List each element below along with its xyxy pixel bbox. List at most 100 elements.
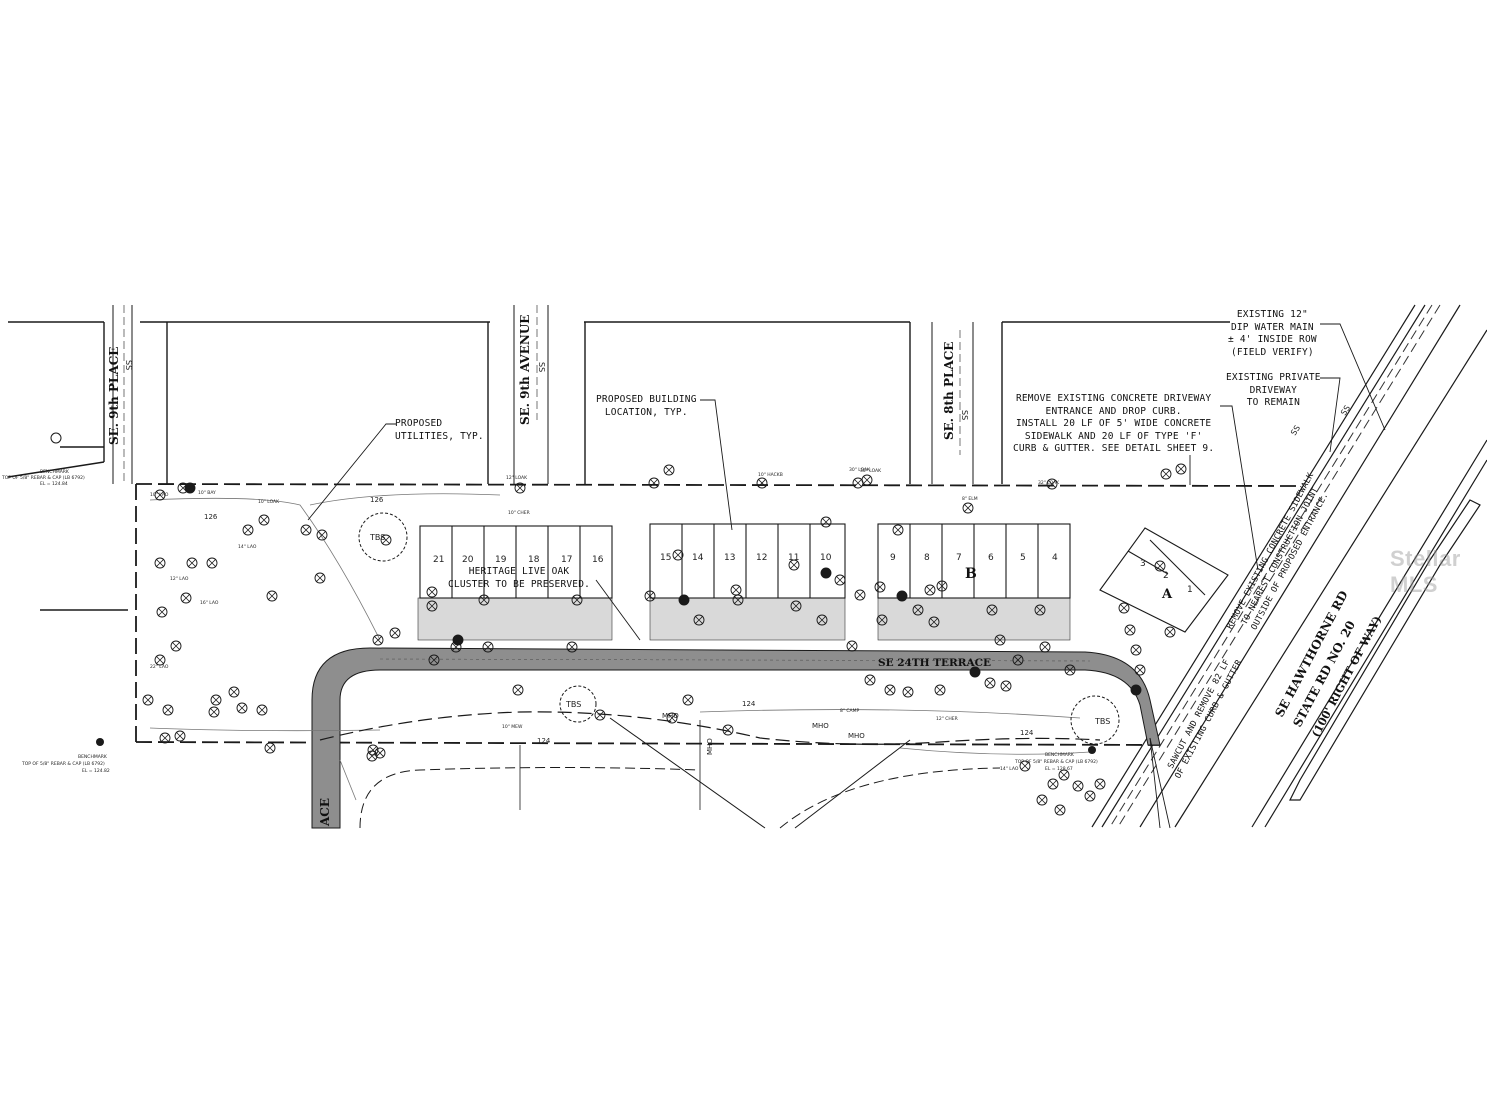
unit-label-14: 14 <box>692 553 704 563</box>
tree-tag-label: 12" LAO <box>170 576 189 582</box>
tree-remove-mark <box>1059 770 1069 780</box>
tree-symbol <box>1084 790 1096 802</box>
unit-label-16: 16 <box>592 555 604 565</box>
tree-tag-label: 12" CHER <box>936 716 958 722</box>
tree-remove-mark <box>875 582 885 592</box>
tree-remove-mark <box>155 558 165 568</box>
svg-text:EL = 124.84: EL = 124.84 <box>40 481 68 487</box>
svg-text:BENCHMARK: BENCHMARK <box>1045 752 1075 758</box>
tree-remove-mark <box>757 478 767 488</box>
tree-remove-mark <box>1001 681 1011 691</box>
tree-symbol <box>854 589 866 601</box>
tree-symbol <box>790 600 802 612</box>
svg-text:EL = 124.82: EL = 124.82 <box>82 768 110 774</box>
unit-label-19: 19 <box>495 555 507 565</box>
tree-remove-mark <box>733 595 743 605</box>
tree-symbol <box>162 704 174 716</box>
contour-label-1: 126 <box>370 496 384 504</box>
tree-remove-mark <box>315 573 325 583</box>
watermark: Stellar MLS <box>1390 546 1461 597</box>
tree-symbol <box>788 559 800 571</box>
tree-tag-label: 10" MEW <box>502 724 523 730</box>
tree-remove-mark <box>821 517 831 527</box>
tree-symbol <box>258 514 270 526</box>
note-existing-private-driveway: EXISTING PRIVATE DRIVEWAY TO REMAIN <box>1226 372 1321 408</box>
tree-remove-mark <box>373 635 383 645</box>
tree-remove-mark <box>855 590 865 600</box>
tree-remove-mark <box>1176 464 1186 474</box>
tree-symbol <box>1058 769 1070 781</box>
tree-remove-mark <box>1037 795 1047 805</box>
tree-symbol <box>242 524 254 536</box>
tree-remove-mark <box>929 617 939 627</box>
mho-label-3: MHO <box>848 732 865 740</box>
tree-remove-mark <box>1040 642 1050 652</box>
svg-text:TOP OF 5/8" REBAR & CAP (LB 67: TOP OF 5/8" REBAR & CAP (LB 6792) <box>1 475 85 481</box>
tree-symbol <box>644 590 656 602</box>
unit-label-13: 13 <box>724 553 735 563</box>
unit-label-10: 10 <box>820 553 832 563</box>
unit-label-21: 21 <box>433 555 444 565</box>
tree-tag-label: 8" CAMP <box>840 708 859 714</box>
tree-symbol <box>962 502 974 514</box>
tree-symbol <box>184 482 196 494</box>
tree-symbol <box>1072 780 1084 792</box>
tree-symbol <box>154 489 166 501</box>
unit-label-3: 3 <box>1140 559 1146 569</box>
tree-symbol <box>834 574 846 586</box>
tree-symbol <box>478 594 490 606</box>
tree-symbol <box>934 684 946 696</box>
tree-symbol <box>1164 626 1176 638</box>
street-label-se-9th-place: SE. 9th PLACE <box>107 347 121 445</box>
tree-remove-mark <box>649 478 659 488</box>
building-label-b: B <box>965 566 977 582</box>
tree-remove-mark <box>937 581 947 591</box>
tree-symbol <box>1094 778 1106 790</box>
benchmark-3: BENCHMARK TOP OF 5/8" REBAR & CAP (LB 67… <box>1014 752 1098 772</box>
ss-label-1: SS <box>124 360 133 370</box>
contour-label-4: 124 <box>742 700 756 708</box>
tree-symbol <box>228 686 240 698</box>
tbs-label-2: TBS <box>565 700 581 709</box>
tree-remove-mark <box>1165 627 1175 637</box>
tree-symbol <box>1118 602 1130 614</box>
tree-symbol <box>1036 794 1048 806</box>
unit-label-7: 7 <box>956 553 962 563</box>
tree-remove-mark <box>1013 655 1023 665</box>
tree-remove-mark <box>1047 479 1057 489</box>
tree-symbol <box>316 529 328 541</box>
tree-remove-mark <box>267 591 277 601</box>
tree-remove-mark <box>301 525 311 535</box>
tree-remove-mark <box>390 628 400 638</box>
building-unit-labels: 21 20 19 18 17 16 15 14 13 12 11 10 9 8 … <box>433 553 1193 602</box>
street-label-se-24th-terrace: SE 24TH TERRACE <box>878 657 991 669</box>
tree-symbol <box>672 549 684 561</box>
tree-remove-mark <box>160 733 170 743</box>
south-curve-dashed <box>359 767 701 829</box>
tree-remove-mark <box>664 465 674 475</box>
tree-remove-mark <box>479 595 489 605</box>
mho-label-2: MHO <box>812 722 829 730</box>
tree-tag-label: 10" LAO <box>150 492 169 498</box>
tree-remove-mark <box>995 635 1005 645</box>
property-boundary <box>135 483 1301 746</box>
tree-remove-mark <box>683 695 693 705</box>
tree-symbol <box>816 614 828 626</box>
tree-remove-mark <box>515 483 525 493</box>
unit-label-8: 8 <box>924 553 930 563</box>
tree-remove-mark <box>1131 645 1141 655</box>
tree-remove-mark <box>903 687 913 697</box>
tree-remove-mark <box>567 642 577 652</box>
benchmark-symbol-1 <box>50 432 62 444</box>
tree-remove-mark <box>1135 665 1145 675</box>
unit-label-5: 5 <box>1020 553 1026 563</box>
tree-symbol <box>1012 654 1024 666</box>
contour-lines <box>149 493 1091 801</box>
tree-tag-label: 30" LOAK <box>860 468 882 474</box>
unit-label-12: 12 <box>756 553 767 563</box>
tree-symbol <box>482 641 494 653</box>
tree-symbol <box>1130 684 1142 696</box>
tree-remove-mark <box>211 695 221 705</box>
tree-remove-mark <box>375 748 385 758</box>
unit-label-11: 11 <box>788 553 799 563</box>
